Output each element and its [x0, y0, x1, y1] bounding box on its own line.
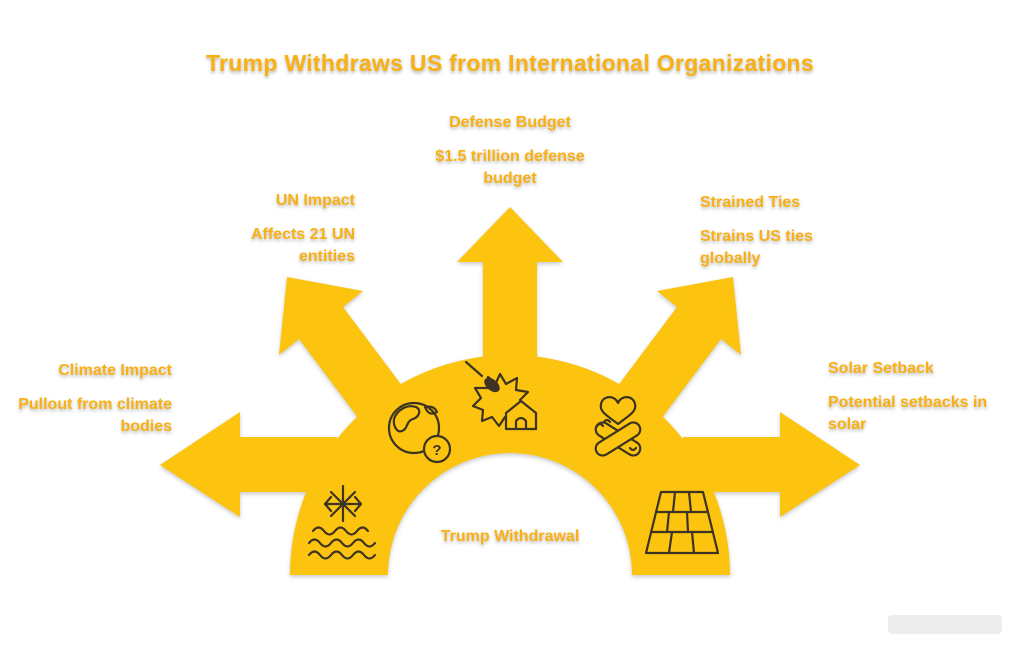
center-label: Trump Withdrawal [440, 528, 580, 545]
question-mark-glyph: ? [432, 442, 441, 459]
heart-hands-icon [594, 396, 642, 457]
spoke-detail: $1.5 trillion defense budget [435, 148, 585, 187]
spoke-label-strained: Strained Ties Strains US ties globally [700, 194, 880, 269]
snowflake-waves-icon [307, 484, 377, 560]
spoke-heading: Strained Ties [700, 194, 801, 211]
arrow-upper-right [614, 277, 741, 423]
spoke-heading: UN Impact [275, 192, 355, 209]
arrow-left [160, 412, 337, 517]
spoke-label-un: UN Impact Affects 21 UN entities [160, 192, 355, 267]
arrow-upper-left [279, 277, 406, 423]
spoke-detail: Potential setbacks in solar [828, 394, 988, 433]
solar-panel-icon [644, 490, 720, 555]
watermark [888, 615, 1002, 634]
arrow-right [683, 412, 860, 517]
arrow-up [457, 207, 563, 372]
globe-question-icon: ? [387, 401, 452, 464]
explosion-house-icon [464, 360, 538, 431]
spoke-heading: Solar Setback [828, 360, 934, 377]
spoke-label-solar: Solar Setback Potential setbacks in sola… [828, 360, 1013, 435]
spoke-heading: Defense Budget [449, 114, 571, 131]
page-title: Trump Withdraws US from International Or… [205, 50, 815, 76]
spoke-label-defense: Defense Budget $1.5 trillion defense bud… [408, 114, 612, 189]
spoke-detail: Pullout from climate bodies [18, 396, 172, 435]
spoke-detail: Strains US ties globally [700, 228, 813, 267]
spoke-label-climate: Climate Impact Pullout from climate bodi… [0, 362, 172, 437]
spoke-detail: Affects 21 UN entities [250, 226, 355, 265]
spoke-heading: Climate Impact [58, 362, 172, 379]
